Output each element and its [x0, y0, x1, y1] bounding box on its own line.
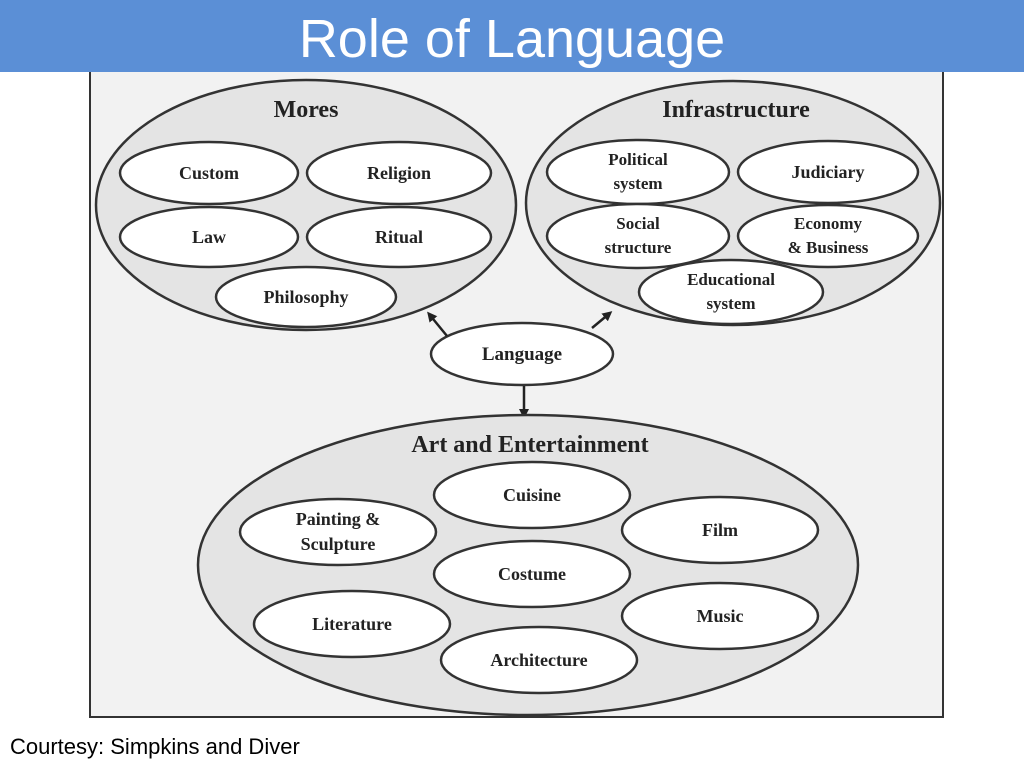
- credit-text: Courtesy: Simpkins and Diver: [10, 734, 300, 759]
- mores-title: Mores: [274, 97, 339, 123]
- node-law-ellipse: [118, 205, 300, 269]
- node-social-structure-label-line1: Social: [616, 214, 660, 233]
- node-educational-system-label-line1: Educational: [687, 270, 775, 289]
- node-costume-ellipse: [432, 539, 632, 609]
- node-literature-label: Literature: [312, 614, 392, 634]
- node-cuisine-ellipse: [432, 460, 632, 530]
- infrastructure-title: Infrastructure: [662, 97, 810, 123]
- node-judiciary-label: Judiciary: [791, 162, 864, 182]
- node-economy-business-label-line1: Economy: [794, 214, 863, 233]
- slide-title: Role of Language: [298, 9, 726, 69]
- node-religion-label: Religion: [367, 163, 431, 183]
- node-ritual-ellipse: [305, 205, 493, 269]
- title-bar: [0, 0, 1024, 72]
- arrow-to-mores: [427, 311, 448, 337]
- node-political-system-label-line2: system: [613, 174, 662, 193]
- node-judiciary-ellipse: [736, 139, 920, 205]
- node-economy-business-ellipse: [736, 203, 920, 269]
- node-music-label: Music: [697, 606, 744, 626]
- node-architecture-label: Architecture: [490, 650, 587, 670]
- node-law-label: Law: [192, 227, 226, 247]
- node-costume-label: Costume: [498, 564, 566, 584]
- node-painting-sculpture-label-line1: Painting &: [296, 509, 381, 529]
- node-social-structure-ellipse: [545, 202, 731, 270]
- node-film-label: Film: [702, 520, 738, 540]
- node-custom-label: Custom: [179, 163, 239, 183]
- node-cuisine-label: Cuisine: [503, 485, 561, 505]
- node-film-ellipse: [620, 495, 820, 565]
- node-philosophy-ellipse: [214, 265, 398, 329]
- node-painting-sculpture-label-line2: Sculpture: [301, 534, 376, 554]
- node-music-ellipse: [620, 581, 820, 651]
- node-ritual-label: Ritual: [375, 227, 423, 247]
- language-node-ellipse: [429, 321, 615, 387]
- node-custom-ellipse: [118, 140, 300, 206]
- node-educational-system-label-line2: system: [706, 294, 755, 313]
- node-educational-system-ellipse: [637, 258, 825, 326]
- arrow-to-infrastructure: [591, 311, 613, 329]
- node-literature-ellipse: [252, 589, 452, 659]
- node-social-structure-label-line2: structure: [605, 238, 672, 257]
- art-title: Art and Entertainment: [411, 432, 648, 458]
- node-painting-sculpture-ellipse: [238, 497, 438, 567]
- language-node-label: Language: [482, 344, 562, 365]
- node-religion-ellipse: [305, 140, 493, 206]
- node-architecture-ellipse: [439, 625, 639, 695]
- node-economy-business-label-line2: & Business: [788, 238, 869, 257]
- node-political-system-label-line1: Political: [608, 150, 668, 169]
- node-philosophy-label: Philosophy: [263, 287, 348, 307]
